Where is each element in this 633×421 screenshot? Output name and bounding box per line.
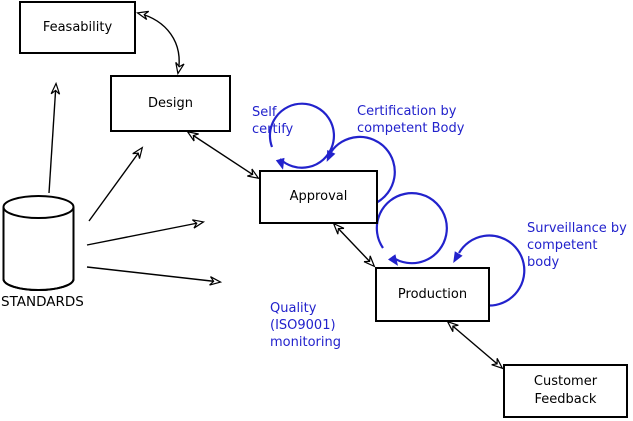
loop-surveillance-arrowhead-icon [453, 251, 463, 263]
surveillance-label: Surveillance by competent body [527, 221, 627, 270]
design-box [110, 75, 231, 132]
production-label: Production [397, 286, 468, 302]
approval-box [259, 170, 378, 224]
arrow-standards-production [86, 266, 223, 286]
arrow-approval-production [332, 222, 376, 268]
loop-self-certify-arrowhead-icon [275, 157, 285, 170]
arrow-feasability-design [135, 10, 185, 76]
customer-feedback-label: Customer Feedback [533, 374, 598, 407]
arrow-production-customer-feedback [446, 320, 504, 370]
standards-cylinder [2, 195, 75, 291]
production-box [375, 267, 490, 322]
arrow-standards-feasability [48, 81, 61, 194]
loop-certification-arrowhead-icon [326, 150, 336, 162]
feasability-box [19, 1, 136, 54]
feasability-label: Feasability [42, 19, 113, 35]
loop-quality-arrowhead-icon [388, 254, 398, 266]
loop-self-certify [268, 102, 336, 169]
arrow-standards-approval [86, 219, 206, 246]
arrow-design-approval [186, 130, 260, 180]
self-certify-label: Self certify [252, 105, 294, 137]
customer-feedback-box [503, 364, 628, 418]
quality-monitoring-label: Quality (ISO9001) monitoring [270, 301, 341, 350]
loop-quality-monitoring [375, 192, 448, 265]
arrow-standards-design [88, 146, 144, 222]
approval-label: Approval [289, 189, 348, 204]
standards-label: STANDARDS [1, 294, 84, 310]
certification-label: Certification by competent Body [357, 104, 465, 136]
design-label: Design [148, 95, 193, 111]
